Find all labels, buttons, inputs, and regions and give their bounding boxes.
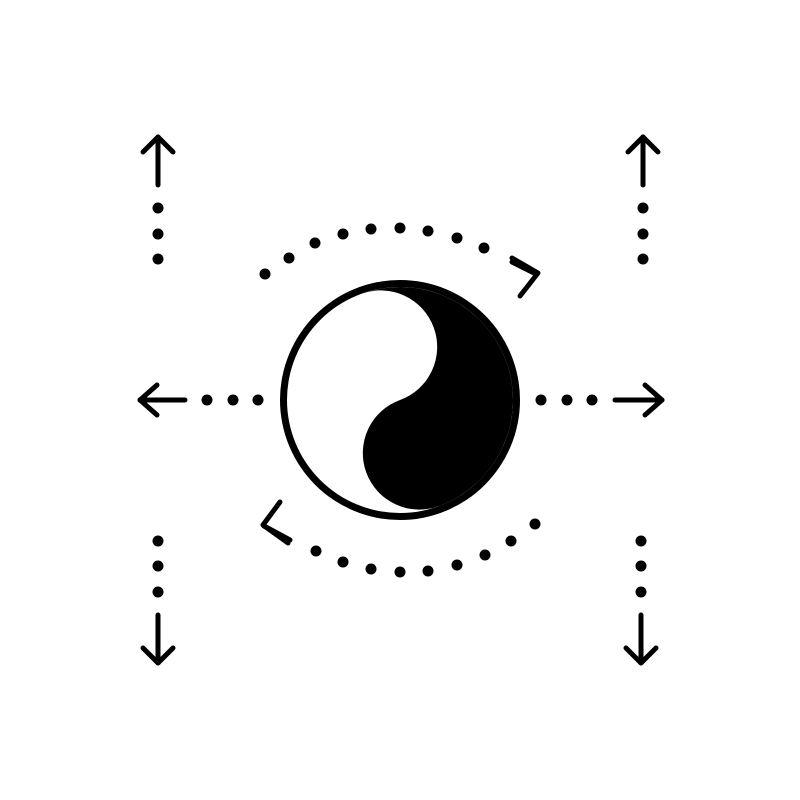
arrow-up-left-dot (152, 202, 164, 214)
rotation-arrow-counterclockwise-tip (261, 523, 293, 543)
rotation-arrow-counterclockwise-dot (394, 566, 406, 578)
rotation-arrow-counterclockwise-dot (310, 545, 322, 557)
rotation-arrow-clockwise-dot (283, 252, 295, 264)
arrow-left-dot (201, 394, 213, 406)
arrow-right-dot (561, 394, 573, 406)
arrow-up-right-dot (637, 202, 649, 214)
rotation-arrow-clockwise-dot (337, 228, 349, 240)
rotation-arrow-clockwise-dot (451, 232, 463, 244)
arrow-down-right-dot (635, 586, 647, 598)
arrow-right-dot (586, 394, 598, 406)
yin-yang-light-dot (400, 321, 436, 357)
yin-yang-dark-dot (367, 431, 409, 473)
dots-layer (152, 202, 649, 598)
arrow-down-right-dot (635, 535, 647, 547)
arrow-down-left-dot (152, 586, 164, 598)
rotation-arrow-counterclockwise-dot (422, 565, 434, 577)
rotation-arrow-clockwise-dot (365, 223, 377, 235)
rotation-arrow-counterclockwise-dot (529, 518, 541, 530)
rotation-arrow-counterclockwise-dot (337, 556, 349, 568)
arrow-up-left-dot (152, 253, 164, 265)
rotation-arrow-counterclockwise-dot (365, 563, 377, 575)
rotation-arrow-clockwise-dot (309, 237, 321, 249)
rotation-arrow-clockwise-dot (422, 225, 434, 237)
rotation-arrow-clockwise-dot (394, 222, 406, 234)
arrow-right-dot (535, 394, 547, 406)
rotation-arrow-counterclockwise-dot (451, 559, 463, 571)
arrow-left-dot (252, 394, 264, 406)
rotation-arrow-counterclockwise-dot (505, 535, 517, 547)
arrow-down-right-dot (635, 560, 647, 572)
arrow-left-dot (227, 394, 239, 406)
arrow-down-left-dot (152, 560, 164, 572)
rotation-arrow-clockwise-tip (509, 259, 539, 277)
rotation-arrow-clockwise-dot (478, 242, 490, 254)
arrow-up-left-dot (152, 228, 164, 240)
arrow-up-right-dot (637, 228, 649, 240)
arrowheads (137, 134, 665, 666)
rotation-arrow-counterclockwise-dot (479, 549, 491, 561)
rotation-arrow-clockwise-dot (259, 268, 271, 280)
arrow-up-right-dot (637, 253, 649, 265)
arrow-down-left-dot (152, 535, 164, 547)
yin-yang-symbol (280, 280, 520, 520)
